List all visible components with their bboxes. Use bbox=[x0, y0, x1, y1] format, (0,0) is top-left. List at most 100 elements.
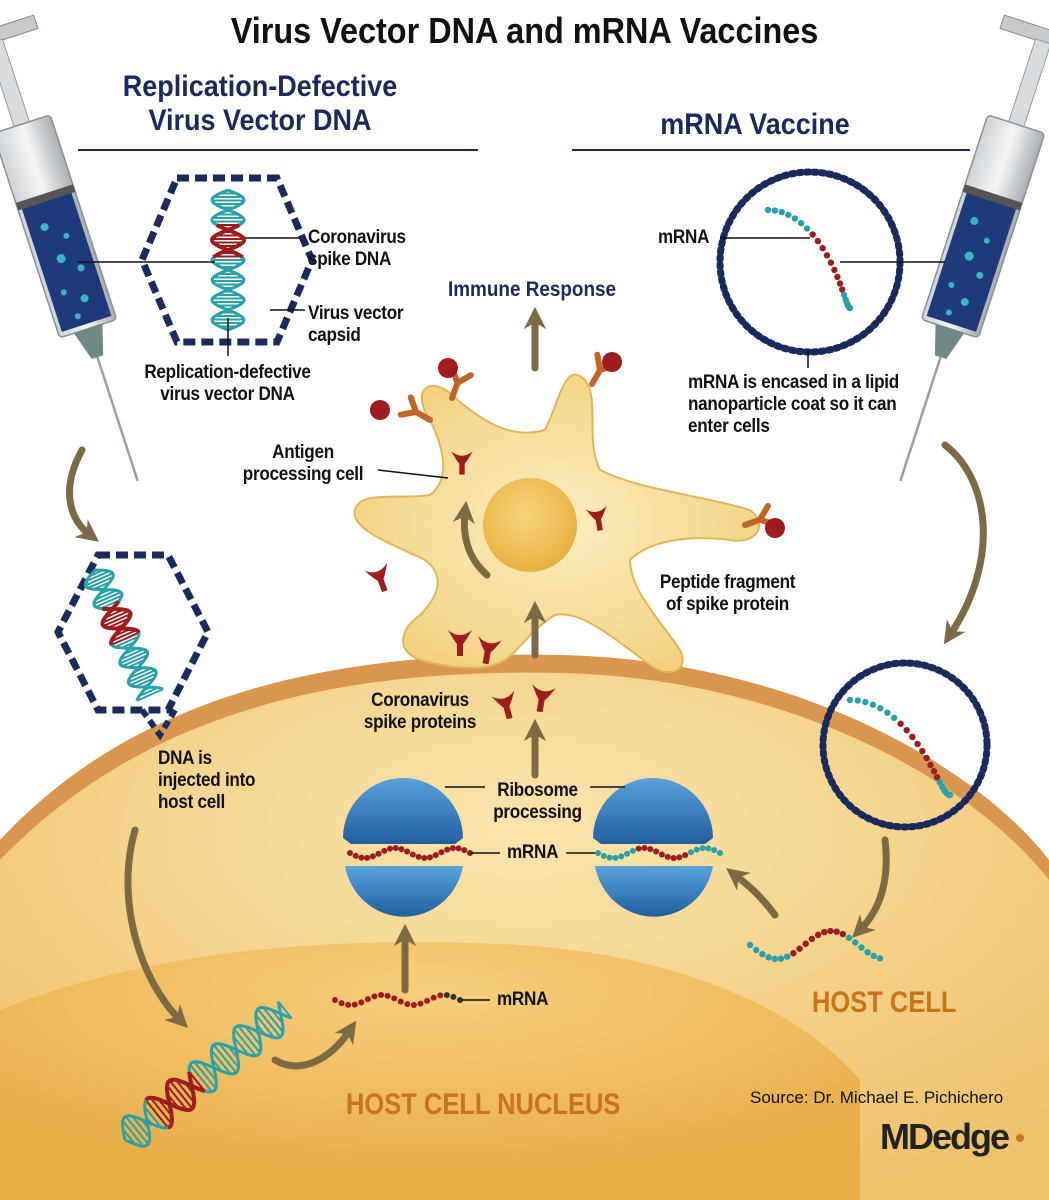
mrna-free-bead bbox=[876, 955, 884, 962]
mrna-free-bead bbox=[790, 950, 797, 957]
mrna-nucleus-bead bbox=[410, 1001, 417, 1008]
label-virus-vector-capsid: Virus vector capsid bbox=[308, 303, 404, 346]
arrow-syringe-to-nanoparticle bbox=[941, 441, 987, 645]
dna-nucleus-rung bbox=[237, 1025, 261, 1054]
label-host-cell: HOST CELL bbox=[812, 986, 957, 1019]
mrna-top-bead bbox=[778, 208, 785, 216]
spike-protein bbox=[532, 684, 556, 713]
dna-capsid-rung bbox=[95, 594, 123, 608]
mrna-nucleus-bead bbox=[391, 995, 398, 1002]
dna-capsid-rung bbox=[134, 677, 155, 688]
dna-nucleus-rung bbox=[200, 1062, 218, 1082]
dna-capsid-spike-segment bbox=[100, 600, 141, 634]
mrna-nucleus-bead bbox=[404, 1001, 411, 1008]
dna-nucleus-spike-segment bbox=[144, 1071, 197, 1112]
dna-top-strand bbox=[210, 188, 246, 332]
dna-capsid-rung bbox=[111, 631, 140, 646]
label-mrna-nanoparticle: mRNA bbox=[658, 227, 710, 248]
label-host-cell-nucleus: HOST CELL NUCLEUS bbox=[346, 1088, 621, 1121]
right-section-title: mRNA Vaccine bbox=[660, 108, 850, 141]
antibody-with-peptide bbox=[742, 503, 785, 538]
dna-nucleus-rung bbox=[210, 1049, 232, 1075]
source-credit: Source: Dr. Michael E. Pichichero bbox=[750, 1088, 1004, 1107]
dna-nucleus-rung bbox=[188, 1071, 206, 1092]
dna-helix-top bbox=[209, 188, 247, 332]
arrow-dna-to-mrna bbox=[271, 1020, 357, 1070]
mrna-top-bead bbox=[819, 244, 826, 252]
label-mrna-nucleus: mRNA bbox=[497, 989, 549, 1010]
right-syringe bbox=[899, 14, 1049, 482]
dna-nucleus-rung bbox=[121, 1120, 145, 1147]
mrna-ribo-left-bead bbox=[438, 849, 445, 856]
mrna-ribo-right-bead bbox=[600, 852, 607, 859]
spike-protein bbox=[448, 630, 472, 656]
mrna-free-bead bbox=[796, 945, 803, 952]
mrna-ribo-right-bead bbox=[612, 854, 619, 861]
mrna-nucleus-bead bbox=[424, 997, 431, 1004]
mrna-host-bead bbox=[946, 791, 954, 799]
dna-helix-nucleus bbox=[120, 1001, 293, 1148]
mrna-nucleus-bead bbox=[384, 992, 391, 999]
peptide-fragment bbox=[438, 358, 458, 378]
mrna-top-bead bbox=[836, 280, 844, 287]
mrna-ribo-left-bead bbox=[427, 854, 433, 861]
mrna-free-bead bbox=[858, 944, 865, 951]
mrna-top-bead bbox=[814, 237, 822, 245]
mrna-nucleus-bead bbox=[358, 999, 365, 1006]
mrna-ribo-right-bead bbox=[711, 847, 718, 854]
mrna-free-bead bbox=[771, 955, 778, 963]
mrna-ribo-left-bead bbox=[358, 854, 365, 861]
dna-capsid-rung bbox=[119, 650, 148, 665]
mrna-free-bead bbox=[870, 952, 878, 960]
spike-protein bbox=[451, 451, 473, 475]
mrna-ribo-left-bead bbox=[352, 852, 359, 859]
mrna-ribo-right-bead bbox=[595, 850, 601, 856]
mrna-host-bead bbox=[854, 697, 861, 704]
dna-nucleus-rung bbox=[218, 1043, 240, 1068]
dna-nucleus-rung bbox=[145, 1099, 169, 1129]
label-immune-response: Immune Response bbox=[448, 278, 617, 301]
left-syringe bbox=[0, 14, 139, 482]
mrna-ribo-right-bead bbox=[635, 845, 642, 852]
arrow-mrna-to-ribosome bbox=[726, 868, 779, 919]
mrna-free-bead bbox=[746, 941, 754, 949]
dna-top-spike-segment bbox=[212, 223, 247, 259]
mrna-host-bead bbox=[927, 761, 934, 769]
mrna-ribo-left-bead bbox=[404, 848, 411, 855]
mrna-free-bead bbox=[765, 954, 772, 961]
mrna-nucleus-bead bbox=[364, 996, 371, 1003]
spike-protein bbox=[364, 562, 388, 593]
mrna-free-bead bbox=[808, 935, 816, 943]
mrna-free-bead bbox=[814, 931, 822, 939]
mrna-host-bead bbox=[903, 726, 910, 734]
label-replication-defective-dna: Replication-defective virus vector DNA bbox=[144, 362, 311, 405]
mrna-nucleus-bead bbox=[397, 998, 404, 1005]
mrna-free-bead bbox=[802, 940, 809, 947]
mrna-ribo-left-bead bbox=[421, 854, 428, 861]
mrna-top-bead bbox=[797, 219, 805, 227]
mrna-ribo-right-bead bbox=[641, 845, 648, 852]
mrna-top-bead bbox=[846, 304, 854, 312]
mrna-host-bead bbox=[869, 701, 877, 708]
mrna-nucleus-bead bbox=[437, 992, 444, 999]
dna-capsid-rung bbox=[138, 686, 159, 697]
mrna-free-bead bbox=[839, 930, 847, 938]
dna-nucleus-rung bbox=[232, 1036, 250, 1056]
dna-nucleus-spike-segment bbox=[164, 1077, 206, 1130]
mrna-ribo-right-bead bbox=[606, 854, 613, 861]
mrna-strand-cytoplasm bbox=[746, 927, 884, 963]
mrna-strand-ribosomes bbox=[347, 845, 723, 861]
label-coronavirus-spike-dna: Coronavirus spike DNA bbox=[308, 227, 406, 270]
label-mrna-encased: mRNA is encased in a lipid nanoparticle … bbox=[688, 372, 899, 437]
dna-nucleus-rung bbox=[131, 1115, 151, 1139]
dna-top-strand bbox=[210, 188, 246, 332]
dna-capsid-rung bbox=[111, 629, 137, 643]
mrna-ribo-left-bead bbox=[381, 847, 388, 854]
mrna-top-bead bbox=[831, 266, 838, 274]
page-title: Virus Vector DNA and mRNA Vaccines bbox=[230, 10, 819, 51]
mrna-nucleus-bead bbox=[338, 1000, 345, 1007]
mrna-ribo-left-bead bbox=[455, 845, 462, 852]
dna-nucleus-rung bbox=[262, 1006, 284, 1033]
mrna-free-bead bbox=[833, 928, 840, 935]
dna-capsid-rung bbox=[93, 591, 122, 605]
